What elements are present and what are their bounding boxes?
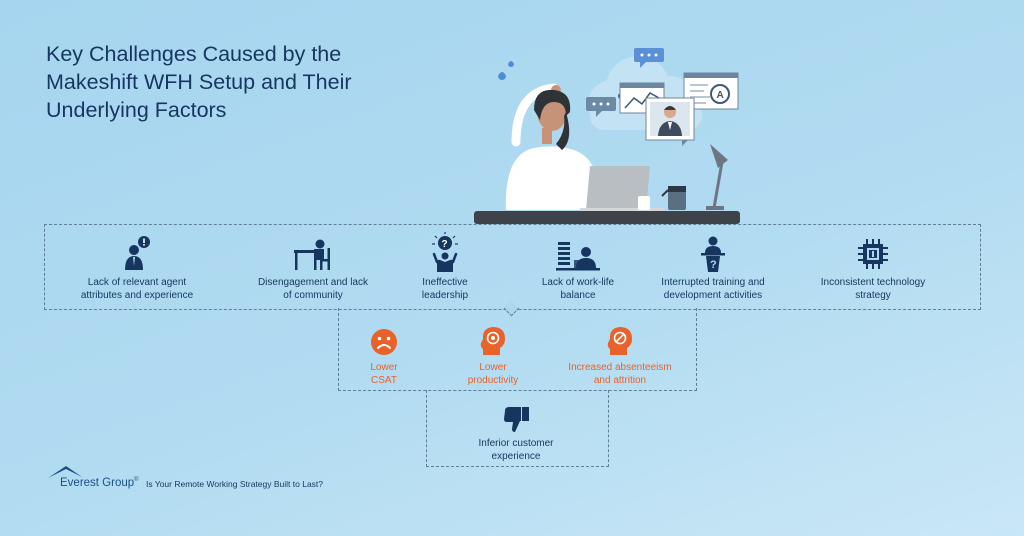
impact-label: Lower — [370, 362, 398, 373]
impact-label: productivity — [467, 375, 519, 386]
impact-label: and attrition — [593, 375, 647, 386]
head-gear-icon — [480, 327, 505, 355]
svg-text:A: A — [717, 90, 724, 101]
agent-alert-icon — [125, 236, 150, 270]
sad-face-icon — [371, 329, 397, 355]
wfh-illustration: A — [474, 48, 740, 224]
everest-group-logo-icon — [48, 466, 82, 478]
page-title: Key Challenges Caused by the Makeshift W… — [46, 40, 406, 124]
chat-bubble-left-icon — [586, 97, 616, 117]
title-line-3: Underlying Factors — [46, 98, 227, 122]
chip-icon — [858, 239, 888, 269]
outcome-label: Inferior customer — [478, 438, 554, 449]
factor-label: Lack of work-life — [541, 277, 615, 288]
factor-label: of community — [283, 290, 343, 301]
presenter-question-icon: ? — [701, 236, 725, 272]
factor-technology: Inconsistent technology strategy — [808, 236, 938, 302]
impact-label: Lower — [479, 362, 507, 373]
factor-label: attributes and experience — [80, 290, 194, 301]
title-line-2: Makeshift WFH Setup and Their — [46, 70, 352, 94]
mug-icon — [638, 196, 650, 210]
person-at-desk-icon — [294, 239, 330, 270]
impact-csat: Lower CSAT — [354, 327, 414, 387]
factor-label: leadership — [421, 290, 469, 301]
question-lightbulb-icon: ? — [432, 232, 458, 272]
factor-agent-attributes: Lack of relevant agent attributes and ex… — [62, 236, 212, 302]
factor-work-life: Lack of work-life balance — [518, 236, 638, 302]
outcome-label: experience — [491, 451, 541, 462]
sweat-drop-icon — [498, 72, 506, 80]
factor-label: Interrupted training and — [661, 277, 765, 288]
thumbs-down-icon — [504, 407, 529, 432]
factor-leadership: ? Ineffective leadership — [390, 232, 500, 302]
impact-label: CSAT — [371, 375, 397, 386]
factor-label: strategy — [855, 290, 891, 301]
impact-label: Increased absenteeism — [568, 362, 672, 373]
desk — [474, 211, 740, 224]
impact-productivity: Lower productivity — [448, 325, 538, 387]
factor-label: Ineffective — [422, 277, 468, 288]
brand-name: Everest Group® — [60, 477, 139, 489]
video-call-window-icon — [645, 97, 695, 146]
factor-label: balance — [560, 290, 596, 301]
factor-training: ? Interrupted training and development a… — [643, 236, 783, 302]
footer-tagline: Is Your Remote Working Strategy Built to… — [146, 479, 324, 489]
outcome-customer-experience: Inferior customer experience — [456, 405, 576, 463]
desk-lamp-icon — [706, 144, 728, 210]
svg-text:?: ? — [442, 239, 448, 250]
head-prohibited-icon — [607, 327, 632, 355]
factor-label: Lack of relevant agent — [87, 277, 187, 288]
chat-bubble-icon — [634, 48, 664, 68]
outcome-frame — [426, 390, 609, 467]
laptop-icon — [580, 166, 664, 213]
svg-text:?: ? — [710, 259, 717, 271]
factor-label: Inconsistent technology — [820, 277, 926, 288]
factor-disengagement: Disengagement and lack of community — [238, 236, 388, 302]
challenges-frame — [338, 308, 697, 391]
factor-label: Disengagement and lack — [257, 277, 369, 288]
factor-label: development activities — [663, 290, 763, 301]
work-life-balance-icon — [556, 242, 600, 271]
impact-absenteeism: Increased absenteeism and attrition — [555, 325, 685, 387]
title-line-1: Key Challenges Caused by the — [46, 42, 342, 66]
coffee-pot-icon — [661, 186, 686, 210]
